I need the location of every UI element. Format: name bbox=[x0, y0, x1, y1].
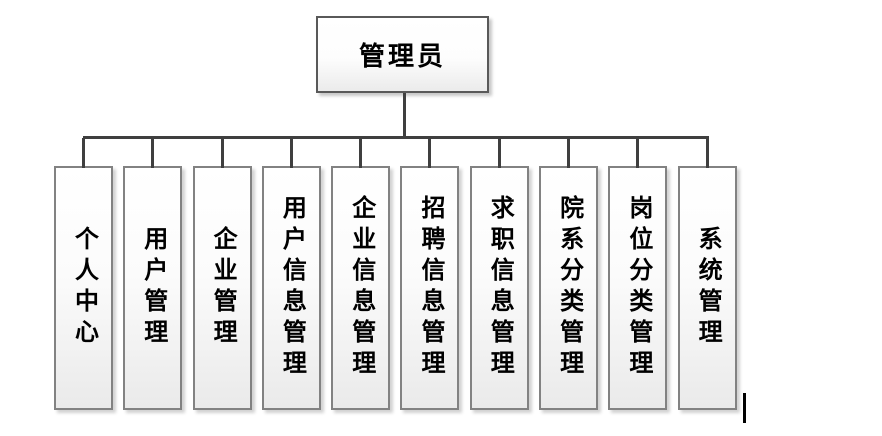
node-label: 企业信息管理 bbox=[347, 195, 375, 381]
root-connector-line bbox=[403, 93, 406, 137]
child-nodes-row: 个人中心 用户管理 企业管理 用户信息管理 企业信息管理 招聘信息管理 求职信息… bbox=[54, 138, 737, 410]
node-label: 系统管理 bbox=[694, 226, 722, 350]
node-label: 院系分类管理 bbox=[555, 195, 583, 381]
node-label: 企业管理 bbox=[209, 226, 237, 350]
node-label: 招聘信息管理 bbox=[416, 195, 444, 381]
node-recruitment-info-management: 招聘信息管理 bbox=[400, 138, 460, 410]
node-label: 用户信息管理 bbox=[278, 195, 306, 381]
text-cursor bbox=[743, 393, 746, 423]
node-position-category-management: 岗位分类管理 bbox=[608, 138, 668, 410]
node-label: 用户管理 bbox=[139, 226, 167, 350]
node-department-category-management: 院系分类管理 bbox=[539, 138, 599, 410]
node-label: 个人中心 bbox=[70, 226, 98, 350]
node-label: 岗位分类管理 bbox=[624, 195, 652, 381]
node-job-seeking-info-management: 求职信息管理 bbox=[469, 138, 529, 410]
node-user-info-management: 用户信息管理 bbox=[261, 138, 321, 410]
node-enterprise-info-management: 企业信息管理 bbox=[331, 138, 391, 410]
horizontal-bus-line bbox=[83, 136, 709, 139]
node-user-management: 用户管理 bbox=[123, 138, 183, 410]
node-system-management: 系统管理 bbox=[677, 138, 737, 410]
root-node-label: 管理员 bbox=[358, 41, 446, 71]
root-node-admin: 管理员 bbox=[316, 16, 489, 93]
node-personal-center: 个人中心 bbox=[54, 138, 113, 410]
node-enterprise-management: 企业管理 bbox=[192, 138, 252, 410]
node-label: 求职信息管理 bbox=[486, 195, 514, 381]
